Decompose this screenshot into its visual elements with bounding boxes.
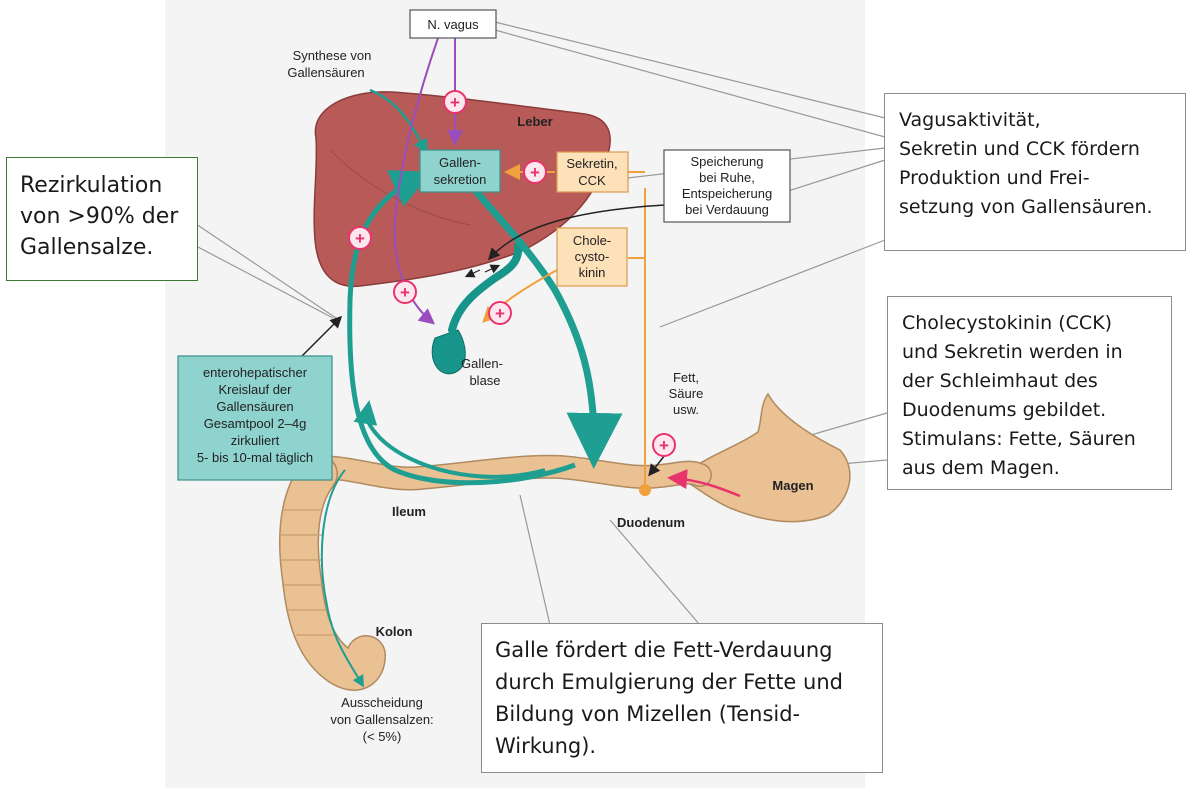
enterohepatic-line-2: Kreislauf der — [219, 382, 293, 397]
cck-label: CCK — [578, 173, 606, 188]
callout-rezirkulation-line: Gallensalze. — [20, 235, 154, 260]
enterohepatic-line-5: zirkuliert — [231, 433, 280, 448]
n-vagus-box: N. vagus — [409, 9, 497, 39]
plus-icon: + — [523, 160, 547, 184]
callout-cck-line: aus dem Magen. — [902, 457, 1060, 479]
fett-label: Fett, — [673, 370, 699, 385]
enterohepatic-box: enterohepatischer Kreislauf der Gallensä… — [177, 355, 333, 481]
callout-galle-line: Galle fördert die Fett-Verdauung — [495, 638, 833, 662]
callout-rezirkulation-line: von >90% der — [20, 204, 179, 229]
kolon-label: Kolon — [376, 624, 413, 639]
synthese-label-1: Synthese von — [293, 48, 372, 63]
plus-icon: + — [348, 226, 372, 250]
excretion-arrow — [320, 469, 365, 688]
gallenblase-label-1: Gallen- — [461, 356, 503, 371]
callout-rezirkulation: Rezirkulation von >90% der Gallensalze. — [6, 157, 198, 281]
gallbladder — [431, 329, 466, 375]
callout-vagus: Vagusaktivität, Sekretin und CCK fördern… — [884, 93, 1186, 251]
gallenblase-label-2: blase — [469, 373, 500, 388]
ausscheidung-label-2: von Gallensalzen: — [330, 712, 433, 727]
svg-text:+: + — [659, 436, 669, 455]
svg-text:+: + — [530, 163, 540, 182]
ileum-label: Ileum — [392, 504, 426, 519]
speicherung-box: Speicherung bei Ruhe, Entspeicherung bei… — [663, 149, 791, 223]
callout-rezirkulation-line: Rezirkulation — [20, 173, 163, 198]
callout-galle: Galle fördert die Fett-Verdauung durch E… — [481, 623, 883, 773]
callout-cck-line: und Sekretin werden in — [902, 341, 1123, 363]
stimulation-markers: + + + + + + — [348, 90, 676, 457]
fat-acid-arrow — [648, 454, 666, 477]
callout-galle-line: durch Emulgierung der Fette und — [495, 670, 843, 694]
leber-label: Leber — [517, 114, 552, 129]
svg-text:+: + — [450, 93, 460, 112]
gallensekretion-label-2: sekretion — [434, 172, 487, 187]
enterohepatic-line-4: Gesamtpool 2–4g — [204, 416, 307, 431]
callout-cck: Cholecystokinin (CCK) und Sekretin werde… — [887, 296, 1172, 490]
cholecystokinin-box: Chole- cysto- kinin — [556, 227, 628, 287]
callout-cck-line: Duodenums gebildet. — [902, 399, 1107, 421]
callout-galle-line: Wirkung). — [495, 734, 597, 758]
speicherung-line-2: bei Ruhe, — [699, 170, 755, 185]
speicherung-line-3: Entspeicherung — [682, 186, 772, 201]
sekretin-cck-box: Sekretin, CCK — [556, 151, 629, 193]
callout-vagus-line: Vagusaktivität, — [899, 109, 1041, 131]
svg-text:+: + — [355, 229, 365, 248]
gallensekretion-label-1: Gallen- — [439, 155, 481, 170]
circulation-pointer — [299, 315, 343, 359]
saeure-label: Säure — [669, 386, 704, 401]
stomach — [689, 392, 851, 523]
callout-vagus-line: Produktion und Frei- — [899, 167, 1090, 189]
enterohepatic-line-1: enterohepatischer — [203, 365, 308, 380]
svg-text:+: + — [495, 304, 505, 323]
n-vagus-label: N. vagus — [427, 17, 479, 32]
usw-label: usw. — [673, 402, 699, 417]
callout-cck-line: der Schleimhaut des — [902, 370, 1098, 392]
duodenal-mucosa-dot — [639, 484, 651, 496]
sekretin-label: Sekretin, — [566, 156, 617, 171]
enterohepatic-line-3: Gallensäuren — [216, 399, 293, 414]
callout-cck-line: Stimulans: Fette, Säuren — [902, 428, 1136, 450]
speicherung-line-1: Speicherung — [691, 154, 764, 169]
synthese-label-2: Gallensäuren — [287, 65, 364, 80]
ausscheidung-label-1: Ausscheidung — [341, 695, 423, 710]
callout-galle-line: Bildung von Mizellen (Tensid- — [495, 702, 801, 726]
bile-duct-arrow — [472, 187, 623, 469]
callout-cck-line: Cholecystokinin (CCK) — [902, 312, 1113, 334]
gallensekretion-box: Gallen- sekretion — [419, 149, 501, 193]
plus-icon: + — [393, 280, 417, 304]
callout-vagus-line: Sekretin und CCK fördern — [899, 138, 1140, 160]
plus-icon: + — [488, 301, 512, 325]
svg-text:+: + — [400, 283, 410, 302]
speicherung-line-4: bei Verdauung — [685, 202, 769, 217]
gastric-content-arrow — [667, 469, 741, 498]
storage-arrow — [487, 204, 666, 261]
cholecystokinin-line-3: kinin — [579, 265, 606, 280]
plus-icon: + — [652, 433, 676, 457]
magen-label: Magen — [772, 478, 813, 493]
enterohepatic-line-6: 5- bis 10-mal täglich — [197, 450, 313, 465]
callout-vagus-line: setzung von Gallensäuren. — [899, 196, 1153, 218]
plus-icon: + — [443, 90, 467, 114]
cholecystokinin-line-1: Chole- — [573, 233, 611, 248]
cholecystokinin-line-2: cysto- — [575, 249, 610, 264]
duodenum-label: Duodenum — [617, 515, 685, 530]
synthesis-arrow — [369, 88, 428, 155]
ausscheidung-label-3: (< 5%) — [363, 729, 402, 744]
